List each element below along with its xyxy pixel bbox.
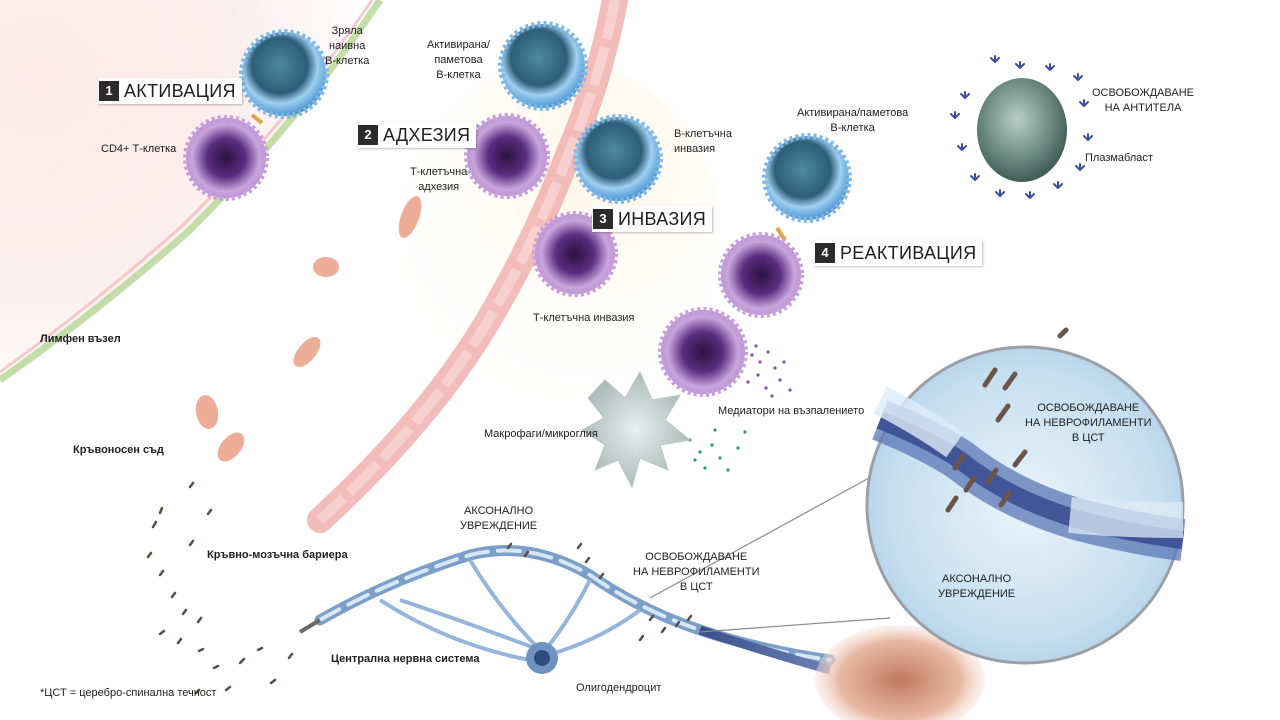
step-number: 4 <box>815 243 835 263</box>
axon-zoom-inset <box>865 327 1186 665</box>
step-activation: 1 АКТИВАЦИЯ <box>98 78 242 104</box>
red-blood-cell-icon <box>195 196 422 462</box>
zoom-connector <box>649 471 891 633</box>
t-cell-icon <box>718 232 804 318</box>
neurofilament-icon <box>506 542 693 642</box>
step-label: АДХЕЗИЯ <box>383 124 471 145</box>
label-t-cell-adhesion: Т-клетъчна адхезия <box>410 166 468 193</box>
step-label: ИНВАЗИЯ <box>618 208 707 229</box>
label-mature-naive-b-cell: Зряла наивна В-клетка <box>325 25 370 67</box>
step-number: 3 <box>593 209 613 229</box>
footnote: *ЦСТ = церебро-спинална течност <box>40 687 217 699</box>
step-number: 2 <box>358 125 378 145</box>
label-oligodendrocyte: Олигодендроцит <box>576 682 662 694</box>
step-label: РЕАКТИВАЦИЯ <box>840 242 977 263</box>
t-cell-icon <box>658 307 748 397</box>
step-reactivation: 4 РЕАКТИВАЦИЯ <box>814 240 983 266</box>
inflammation-mediators <box>746 344 792 398</box>
label-antibody-release: ОСВОБОЖДАВАНЕ НА АНТИТЕЛА <box>1092 87 1194 114</box>
label-neurofilament-release-zoom: ОСВОБОЖДАВАНЕ НА НЕВРОФИЛАМЕНТИ В ЦСТ <box>1025 402 1152 444</box>
t-cell-icon <box>183 113 269 201</box>
step-invasion: 3 ИНВАЗИЯ <box>592 206 713 232</box>
t-cell-icon <box>532 211 618 297</box>
plasmablast-icon <box>977 78 1067 182</box>
label-axonal-damage: АКСОНАЛНО УВРЕЖДЕНИЕ <box>460 505 538 532</box>
label-axonal-damage-zoom: АКСОНАЛНО УВРЕЖДЕНИЕ <box>938 573 1016 600</box>
b-cell-icon <box>239 29 329 119</box>
neurofilament-icon <box>146 481 294 695</box>
inflammation-mediators <box>688 428 747 472</box>
neuron-icon <box>298 545 985 720</box>
label-neurofilament-release: ОСВОБОЖДАВАНЕ НА НЕВРОФИЛАМЕНТИ В ЦСТ <box>633 551 760 593</box>
label-t-cell-invasion: Т-клетъчна инвазия <box>533 312 635 324</box>
label-activated-memory-b-cell: Активирана/ паметова В-клетка <box>427 39 490 81</box>
step-label: АКТИВАЦИЯ <box>124 80 236 101</box>
label-plasmablast: Плазмабласт <box>1085 152 1153 164</box>
label-blood-vessel: Кръвоносен съд <box>73 444 164 456</box>
label-b-cell-invasion: В-клетъчна инвазия <box>674 128 732 155</box>
label-central-nervous-system: Централна нервна система <box>331 653 480 665</box>
label-activated-memory-b-cell-2: Активирана/паметова В-клетка <box>797 107 909 134</box>
label-macrophages-microglia: Макрофаги/микроглия <box>484 428 598 440</box>
step-adhesion: 2 АДХЕЗИЯ <box>357 122 477 148</box>
macrophage-icon <box>581 370 692 489</box>
label-blood-brain-barrier: Кръвно-мозъчна бариера <box>207 549 348 561</box>
label-inflammation-mediators: Медиатори на възпалението <box>718 405 865 417</box>
antibody-icon <box>950 55 1093 199</box>
b-cell-icon <box>573 114 663 204</box>
b-cell-icon <box>762 133 852 242</box>
label-lymph-node: Лимфен възел <box>40 333 121 345</box>
b-cell-icon <box>498 21 588 111</box>
t-cell-icon <box>464 113 550 199</box>
label-cd4-t-cell: CD4+ Т-клетка <box>101 143 177 155</box>
step-number: 1 <box>99 81 119 101</box>
